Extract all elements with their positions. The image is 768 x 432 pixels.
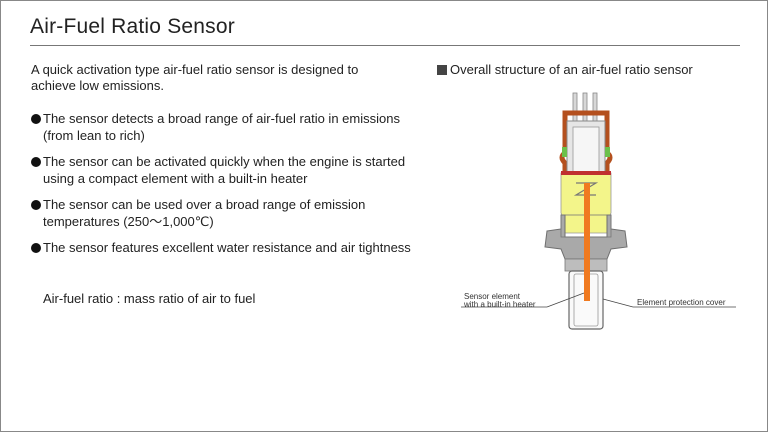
element-callout-label: Sensor element with a built-in heater xyxy=(464,293,536,309)
bullet-dot-icon xyxy=(31,114,41,124)
bullet-text: The sensor can be activated quickly when… xyxy=(43,154,406,186)
element-callout-line1: Sensor element xyxy=(464,292,521,301)
bullet-dot-icon xyxy=(31,243,41,253)
bullet-text: The sensor features excellent water resi… xyxy=(43,240,411,255)
bullet-dot-icon xyxy=(31,157,41,167)
terminal-wires xyxy=(572,92,598,124)
gasket-left xyxy=(562,147,567,157)
slide: Air-Fuel Ratio Sensor A quick activation… xyxy=(0,0,768,368)
bullet-text: The sensor detects a broad range of air-… xyxy=(43,111,400,143)
intro-text: A quick activation type air-fuel ratio s… xyxy=(31,62,359,93)
list-item: The sensor detects a broad range of air-… xyxy=(31,111,421,144)
sensor-diagram xyxy=(461,92,736,330)
title-divider xyxy=(30,45,740,46)
gasket-right xyxy=(605,147,610,157)
bullet-text: The sensor can be used over a broad rang… xyxy=(43,197,366,229)
bullet-list: The sensor detects a broad range of air-… xyxy=(31,111,421,267)
sensor-element xyxy=(584,183,590,301)
element-callout-line2: with a built-in heater xyxy=(464,300,536,309)
list-item: The sensor can be activated quickly when… xyxy=(31,154,421,187)
lower-panel xyxy=(0,367,768,432)
square-bullet-icon xyxy=(437,65,447,75)
definition-note: Air-fuel ratio : mass ratio of air to fu… xyxy=(43,291,256,306)
list-item: The sensor features excellent water resi… xyxy=(31,240,421,257)
figure-title: Overall structure of an air-fuel ratio s… xyxy=(437,62,693,77)
bullet-dot-icon xyxy=(31,200,41,210)
cover-callout-label: Element protection cover xyxy=(637,298,726,307)
element-leader-line xyxy=(546,292,585,308)
figure-title-text: Overall structure of an air-fuel ratio s… xyxy=(450,62,693,77)
list-item: The sensor can be used over a broad rang… xyxy=(31,197,421,230)
cover-leader-line xyxy=(602,298,634,308)
slide-title: Air-Fuel Ratio Sensor xyxy=(30,15,235,38)
